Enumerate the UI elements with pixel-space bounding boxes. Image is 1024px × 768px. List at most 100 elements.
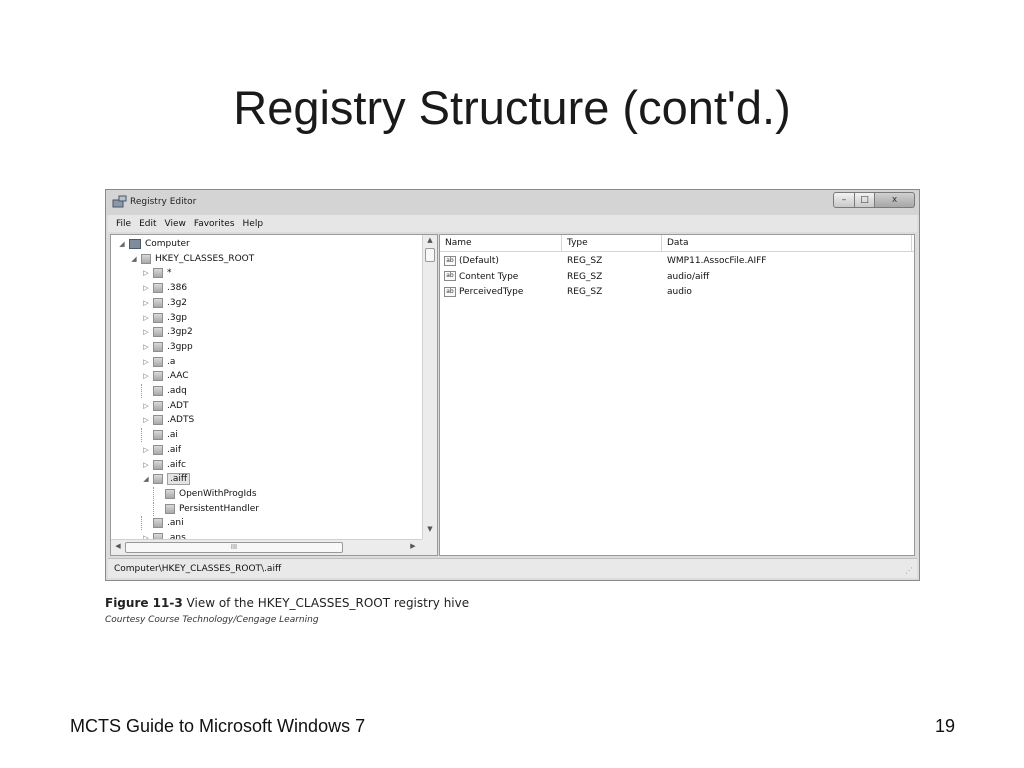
tree-item[interactable]: ▷ .aif [141, 443, 181, 457]
tree-item-label[interactable]: .aifc [167, 459, 186, 470]
title-bar[interactable]: Registry Editor – □ x [106, 190, 919, 215]
tree-item[interactable]: ▷ .3gp2 [141, 325, 193, 339]
tree-item[interactable]: ▷ .AAC [141, 369, 189, 383]
key-tree-pane[interactable]: ◢Computer◢HKEY_CLASSES_ROOT▷*▷.386▷.3g2▷… [110, 234, 438, 556]
string-value-icon: ab [444, 271, 456, 281]
value-data-cell: audio/aiff [667, 270, 709, 285]
tree-item-label[interactable]: .AAC [167, 371, 189, 382]
expand-arrow-icon[interactable]: ▷ [143, 460, 149, 469]
tree-item-label[interactable]: .3gp [167, 312, 188, 323]
tree-horizontal-scrollbar[interactable]: ◀ III ▶ [111, 539, 423, 555]
key-tree: ◢Computer◢HKEY_CLASSES_ROOT▷*▷.386▷.3g2▷… [111, 235, 423, 539]
tree-item-label[interactable]: * [167, 268, 172, 279]
scroll-up-arrow-icon[interactable]: ▲ [427, 236, 433, 244]
menu-bar: File Edit View Favorites Help [108, 215, 917, 232]
menu-view[interactable]: View [164, 218, 186, 229]
expand-arrow-icon[interactable]: ▷ [143, 445, 149, 454]
folder-icon [153, 430, 163, 441]
tree-item-label[interactable]: .3gp2 [167, 327, 193, 338]
expand-arrow-icon[interactable]: ▷ [143, 269, 149, 278]
tree-item-label[interactable]: HKEY_CLASSES_ROOT [155, 253, 255, 264]
tree-item[interactable]: PersistentHandler [153, 501, 259, 516]
tree-item[interactable]: ▷ .3gp [141, 311, 187, 325]
menu-favorites[interactable]: Favorites [193, 218, 235, 229]
registry-editor-icon [112, 195, 127, 208]
tree-item[interactable]: ▷ .ADTS [141, 413, 194, 427]
tree-item-label[interactable]: .386 [167, 283, 188, 294]
tree-item-label[interactable]: .ai [167, 430, 178, 441]
expand-arrow-icon[interactable]: ▷ [143, 416, 149, 425]
tree-item[interactable]: ▷ .ans [141, 531, 186, 539]
string-value-icon: ab [444, 255, 456, 266]
tree-item[interactable]: ◢ .aiff [141, 472, 191, 486]
expand-arrow-icon[interactable]: ▷ [143, 357, 149, 366]
tree-item[interactable]: ◢ Computer [117, 237, 190, 251]
tree-item-label[interactable]: .ADTS [167, 415, 195, 426]
value-data-text: audio [667, 287, 692, 297]
tree-item-label[interactable]: OpenWithProgIds [179, 488, 257, 499]
tree-item[interactable]: ▷* [141, 266, 172, 280]
tree-item[interactable]: .adq [141, 384, 187, 398]
expand-arrow-icon[interactable]: ▷ [143, 328, 149, 337]
expand-arrow-icon[interactable]: ▷ [143, 313, 149, 322]
tree-item-label[interactable]: .3gpp [167, 341, 193, 352]
expand-arrow-icon[interactable]: ▷ [143, 372, 149, 381]
tree-item[interactable]: OpenWithProgIds [153, 486, 257, 501]
expand-arrow-icon[interactable]: ▷ [143, 284, 149, 293]
scrollbar-corner [422, 539, 437, 555]
tree-item[interactable]: ▷ .386 [141, 281, 187, 295]
tree-item[interactable]: ▷ .3gpp [141, 340, 193, 354]
scroll-down-arrow-icon[interactable]: ▼ [427, 525, 433, 533]
menu-file[interactable]: File [116, 218, 132, 229]
column-header-name[interactable]: Name [440, 235, 562, 252]
tree-vertical-scrollbar[interactable]: ▲ ▼ [422, 235, 437, 539]
tree-item-label[interactable]: .aiff [167, 473, 191, 486]
tree-item[interactable]: .ai [141, 428, 178, 443]
collapse-arrow-icon[interactable]: ◢ [131, 254, 137, 263]
tree-item-label[interactable]: .ani [167, 518, 184, 529]
tree-hscroll-thumb[interactable]: III [125, 542, 343, 553]
scroll-left-arrow-icon[interactable]: ◀ [115, 542, 121, 550]
tree-item[interactable]: .ani [141, 516, 184, 531]
minimize-button[interactable]: – [833, 192, 855, 208]
folder-icon [153, 268, 163, 279]
tree-item[interactable]: ▷ .aifc [141, 458, 186, 472]
expand-arrow-icon[interactable]: ▷ [143, 342, 149, 351]
value-type-cell: REG_SZ [567, 285, 602, 300]
menu-edit[interactable]: Edit [139, 218, 157, 229]
collapse-arrow-icon[interactable]: ◢ [119, 240, 125, 248]
column-header-type[interactable]: Type [562, 235, 662, 252]
tree-item-label[interactable]: .3g2 [167, 297, 188, 308]
tree-item-label[interactable]: .adq [167, 386, 187, 396]
tree-item-label[interactable]: .a [167, 356, 176, 367]
value-data-text: WMP11.AssocFile.AIFF [667, 256, 767, 266]
tree-item[interactable]: ▷ .ADT [141, 399, 188, 413]
scroll-right-arrow-icon[interactable]: ▶ [410, 542, 416, 550]
menu-help[interactable]: Help [242, 218, 264, 229]
expand-arrow-icon[interactable]: ▷ [143, 298, 149, 307]
tree-item[interactable]: ▷ .a [141, 355, 175, 369]
collapse-arrow-icon[interactable]: ◢ [143, 475, 149, 484]
folder-icon [153, 400, 163, 411]
tree-item-label[interactable]: .ans [167, 533, 186, 539]
tree-item-label[interactable]: PersistentHandler [179, 503, 259, 514]
slide-title: Registry Structure (cont'd.) [233, 81, 791, 134]
tree-item[interactable]: ▷ .3g2 [141, 296, 187, 310]
expand-arrow-icon[interactable]: ▷ [143, 534, 149, 539]
tree-item-label[interactable]: Computer [145, 239, 190, 249]
tree-item-label[interactable]: .aif [167, 444, 182, 455]
folder-icon [153, 386, 163, 396]
close-button[interactable]: x [875, 192, 915, 208]
column-header-data[interactable]: Data [662, 235, 912, 252]
expand-arrow-icon[interactable]: ▷ [143, 401, 149, 410]
value-type-cell: REG_SZ [567, 270, 602, 285]
tree-item[interactable]: ◢ HKEY_CLASSES_ROOT [129, 252, 254, 266]
resize-grip-icon[interactable]: ⋰ [905, 566, 913, 575]
maximize-button[interactable]: □ [855, 192, 875, 208]
tree-vscroll-thumb[interactable] [425, 248, 435, 262]
tree-item-label[interactable]: .ADT [167, 400, 189, 411]
